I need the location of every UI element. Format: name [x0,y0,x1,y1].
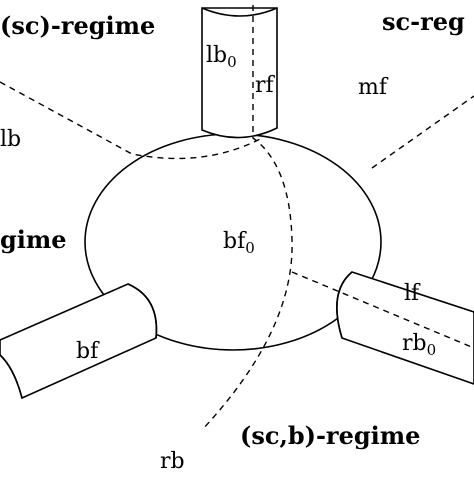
face-label-lb0: lb0 [206,43,237,71]
face-label-rf: rf [255,73,276,98]
left-cylinder [0,283,158,400]
right-cylinder [336,271,474,385]
regime-label-top-right: sc-reg [382,7,465,36]
top-cylinder [201,7,278,139]
regime-label-left: gime [0,225,67,254]
face-label-lb-left: lb [0,127,21,152]
regime-label-top-left: (sc)-regime [0,11,155,40]
face-label-lf: lf [404,281,421,306]
face-label-bf: bf [76,339,100,364]
dashed-line-right [371,95,474,169]
face-label-mf: mf [358,75,389,100]
face-label-bf0: bf0 [223,229,255,257]
face-label-rb: rb [160,449,185,474]
dashed-line-upper-left [0,81,263,160]
regime-label-bottom-right: (sc,b)-regime [240,421,420,450]
face-label-rb0: rb0 [402,331,436,359]
